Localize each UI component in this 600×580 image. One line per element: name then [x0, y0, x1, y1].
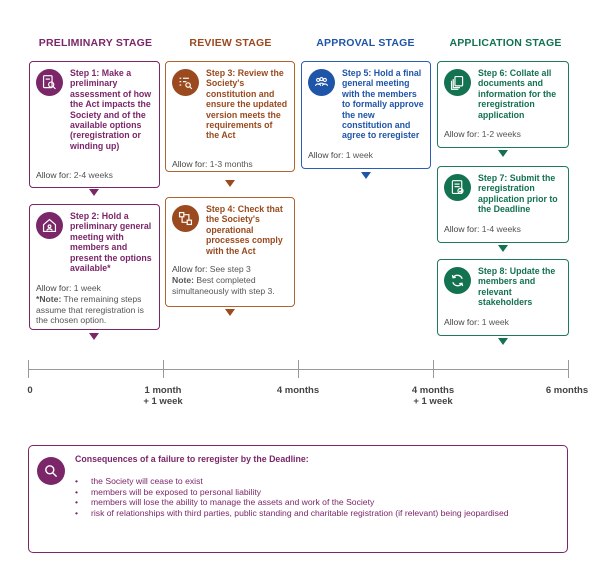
allow-value: 1-4 weeks: [481, 224, 521, 234]
allow-label: Allow for:: [444, 224, 480, 234]
refresh-icon: [444, 267, 471, 294]
stage-title-preliminary: PRELIMINARY STAGE: [38, 37, 153, 49]
step-8-card: Step 8: Update the members and relevant …: [437, 259, 569, 336]
timeline-tick: [28, 360, 29, 378]
step-2-arrow: [89, 333, 99, 340]
step-5-arrow: [361, 172, 371, 179]
step-6-arrow: [498, 150, 508, 157]
consequence-item: the Society will cease to exist: [75, 476, 546, 487]
step-6-text: Step 6: Collate all documents and inform…: [478, 68, 557, 120]
step-4-arrow: [225, 309, 235, 316]
step-3-card: Step 3: Review the Society's constitutio…: [165, 61, 295, 172]
consequence-item: members will lose the ability to manage …: [75, 497, 546, 508]
allow-value: 2-4 weeks: [73, 170, 113, 180]
allow-value: 1 week: [345, 150, 373, 160]
process-icon: [172, 205, 199, 232]
step-7-arrow: [498, 245, 508, 252]
timeline-label-2: 4 months: [276, 385, 320, 396]
timeline-label-1: 1 month+ 1 week: [143, 385, 183, 407]
allow-label: Allow for:: [444, 129, 480, 139]
step-7-card: Step 7: Submit the reregistration applic…: [437, 166, 569, 243]
step-4-card: Step 4: Check that the Society's operati…: [165, 197, 295, 307]
step-2-card: Step 2: Hold a preliminary general meeti…: [29, 204, 160, 330]
step-5-card: Step 5: Hold a final general meeting wit…: [301, 61, 431, 169]
step-1-text: Step 1: Make a preliminary assessment of…: [70, 68, 152, 151]
note-text: Best completed simultaneously with step …: [172, 275, 275, 296]
allow-label: Allow for:: [36, 170, 72, 180]
step-2-allow: Allow for: 1 week: [36, 283, 153, 294]
document-search-icon: [36, 69, 63, 96]
timeline-tick: [433, 360, 434, 378]
allow-value: 1-2 weeks: [481, 129, 521, 139]
allow-value: 1 week: [481, 317, 509, 327]
timeline-label-3: 4 months+ 1 week: [411, 385, 455, 407]
note-label: *Note:: [36, 294, 62, 304]
consequences-title: Consequences of a failure to reregister …: [75, 454, 309, 464]
step-3-allow: Allow for: 1-3 months: [172, 159, 288, 170]
step-1-card: Step 1: Make a preliminary assessment of…: [29, 61, 160, 188]
house-meeting-icon: [36, 212, 63, 239]
allow-label: Allow for:: [172, 159, 208, 169]
consequence-item: members will be exposed to personal liab…: [75, 487, 546, 498]
timeline-tick: [298, 360, 299, 378]
step-8-arrow: [498, 338, 508, 345]
allow-label: Allow for:: [172, 264, 208, 274]
consequence-item: risk of relationships with third parties…: [75, 508, 546, 519]
allow-label: Allow for:: [444, 317, 480, 327]
step-3-arrow: [225, 180, 235, 187]
step-3-text: Step 3: Review the Society's constitutio…: [206, 68, 288, 141]
stage-title-review: REVIEW STAGE: [189, 37, 272, 49]
note-text: The remaining steps assume that reregist…: [36, 294, 144, 326]
stage-title-approval: APPROVAL STAGE: [316, 37, 415, 49]
documents-icon: [444, 69, 471, 96]
allow-value: 1 week: [73, 283, 101, 293]
stage-title-application: APPLICATION STAGE: [449, 37, 562, 49]
timeline-tick: [568, 360, 569, 378]
step-7-allow: Allow for: 1-4 weeks: [444, 224, 562, 235]
allow-value: 1-3 months: [209, 159, 253, 169]
step-5-text: Step 5: Hold a final general meeting wit…: [342, 68, 424, 141]
submit-form-icon: [444, 174, 471, 201]
step-4-allow: Allow for: See step 3: [172, 264, 288, 275]
allow-label: Allow for:: [308, 150, 344, 160]
timeline-tick: [163, 360, 164, 378]
step-2-note: *Note: The remaining steps assume that r…: [36, 294, 153, 326]
consequences-list: the Society will cease to exist members …: [75, 476, 546, 518]
timeline-label-4: 6 months: [545, 385, 589, 396]
step-1-arrow: [89, 189, 99, 196]
allow-value: See step 3: [209, 264, 251, 274]
note-label: Note:: [172, 275, 194, 285]
checklist-search-icon: [172, 69, 199, 96]
step-8-allow: Allow for: 1 week: [444, 317, 562, 328]
magnifier-icon: [37, 457, 65, 485]
step-6-card: Step 6: Collate all documents and inform…: [437, 61, 569, 148]
step-2-text: Step 2: Hold a preliminary general meeti…: [70, 211, 152, 274]
people-icon: [308, 69, 335, 96]
step-8-text: Step 8: Update the members and relevant …: [478, 266, 556, 308]
step-4-note: Note: Best completed simultaneously with…: [172, 275, 288, 296]
step-7-text: Step 7: Submit the reregistration applic…: [478, 173, 558, 215]
timeline-label-0: 0: [27, 385, 33, 396]
step-6-allow: Allow for: 1-2 weeks: [444, 129, 562, 140]
step-5-allow: Allow for: 1 week: [308, 150, 424, 161]
step-1-allow: Allow for: 2-4 weeks: [36, 170, 153, 181]
consequences-box: Consequences of a failure to reregister …: [28, 445, 568, 553]
allow-label: Allow for:: [36, 283, 72, 293]
step-4-text: Step 4: Check that the Society's operati…: [206, 204, 283, 256]
